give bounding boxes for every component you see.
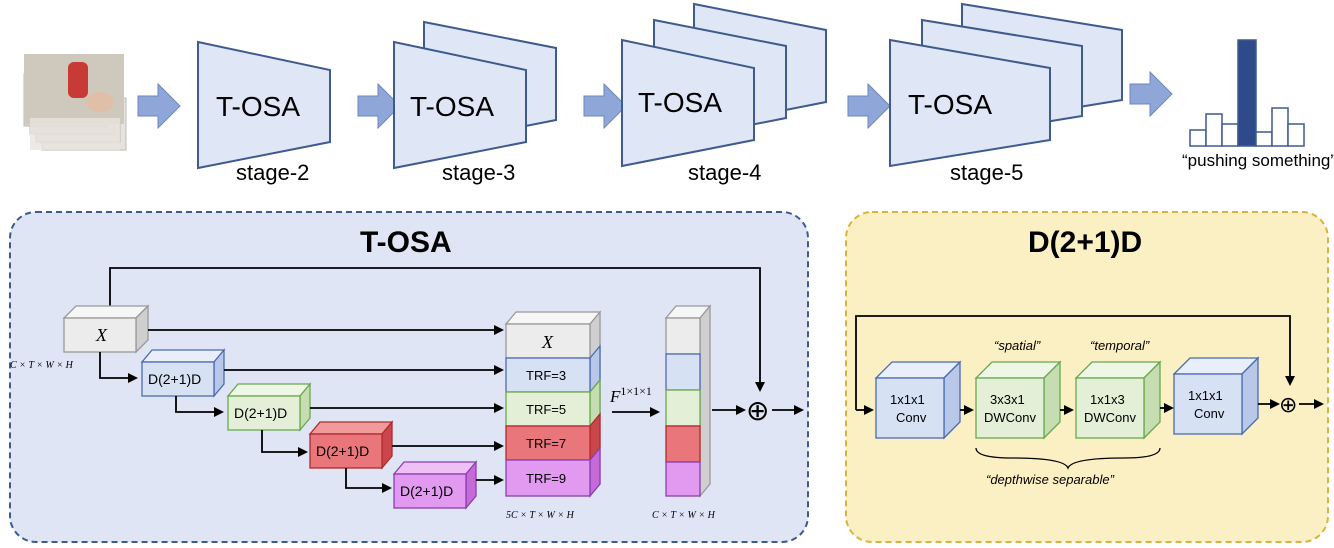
input-x-block: X [62,304,150,354]
concat-dims: 5C × T × W × H [506,510,575,521]
concat-row-2: TRF=5 [526,402,566,417]
d21d-block-4: D(2+1)D [392,460,478,510]
concat-row-4: TRF=9 [526,471,566,486]
d21d-panel-title: D(2+1)D [1028,226,1142,259]
histogram-bar [1271,107,1289,147]
input-dims: C × T × W × H [10,360,74,371]
conv3-line1: 1x1x3 [1090,392,1125,407]
d21d-block-3: D(2+1)D [308,420,394,470]
depthwise-brace [975,447,1161,470]
d21d-block-1-label: D(2+1)D [148,371,201,387]
concat-row-3: TRF=7 [526,436,566,451]
stage-5-block-label: T-OSA [908,89,992,120]
stage-2-block-label: T-OSA [216,91,300,122]
histogram-bar [1221,123,1239,147]
d21d-block-4-label: D(2+1)D [400,483,453,499]
concat-stack: X TRF=3 TRF=5 TRF=7 TRF=9 [504,310,602,498]
stage-3-label: stage-3 [442,160,515,185]
stage-3-block-label: T-OSA [410,91,494,122]
flow-arrow-2 [357,82,401,130]
skip-connection [109,267,765,392]
red-object [68,62,88,98]
histogram-bar-highlight [1237,39,1257,147]
prediction-histogram [1189,39,1305,147]
prediction-label: “pushing something” [1182,151,1334,170]
histogram-bar [1189,129,1207,147]
histogram-bar [1205,113,1223,147]
conv-label: F1×1×1 [609,384,652,406]
flow-arrow-4 [847,82,891,130]
conv-1x1x1-in: 1x1x1 Conv [874,360,962,440]
output-dims: C × T × W × H [652,510,716,521]
d21d-block-1: D(2+1)D [140,348,226,398]
conv4-line2: Conv [1194,406,1225,421]
conv1-line2: Conv [896,410,927,425]
input-video-frames [23,54,127,151]
stage-3: T-OSA stage-3 [393,20,557,185]
conv4-line1: 1x1x1 [1188,388,1223,403]
output-stack [664,304,712,498]
conv-1x1x1-out: 1x1x1 Conv [1172,356,1260,436]
flow-arrow-1 [137,82,181,130]
d21d-sum-icon: ⊕ [1279,392,1297,417]
d21d-block-3-label: D(2+1)D [316,443,369,459]
conv1-line1: 1x1x1 [890,392,925,407]
stage-4-label: stage-4 [688,160,761,185]
stage-5: T-OSA stage-5 [889,2,1123,185]
flow-arrow-3 [583,82,627,130]
d21d-block-2-label: D(2+1)D [234,405,287,421]
conv2-line1: 3x3x1 [990,392,1025,407]
conv3-line2: DWConv [1084,410,1137,425]
depthwise-caption: “depthwise separable” [986,472,1115,487]
stage-4: T-OSA stage-4 [621,2,827,185]
hand [86,92,114,112]
conv2-line2: DWConv [984,410,1037,425]
concat-row-1: TRF=3 [526,368,566,383]
stage-2: T-OSA stage-2 [197,40,331,185]
stage-4-block-label: T-OSA [638,87,722,118]
dwconv-spatial: 3x3x1 DWConv [974,360,1062,440]
dwconv-temporal: 1x1x3 DWConv [1074,360,1162,440]
spatial-label: “spatial” [994,338,1041,353]
tosa-panel: T-OSA X C × T × W × H D(2+1)D D(2+1 [9,211,809,543]
d21d-block-2: D(2+1)D [226,382,312,432]
d21d-panel: D(2+1)D 1x1x1 Conv “spatial” 3x3x1 DWCon… [845,211,1329,543]
concat-x-label: X [541,332,554,352]
histogram-bar [1287,123,1305,147]
temporal-label: “temporal” [1090,338,1150,353]
stage-2-label: stage-2 [236,160,309,185]
input-x-label: X [95,325,108,345]
histogram-bar [1255,131,1273,147]
sum-icon: ⊕ [746,395,769,426]
stage-5-label: stage-5 [950,160,1023,185]
tosa-panel-title: T-OSA [360,226,452,259]
flow-arrow-5 [1129,70,1173,118]
